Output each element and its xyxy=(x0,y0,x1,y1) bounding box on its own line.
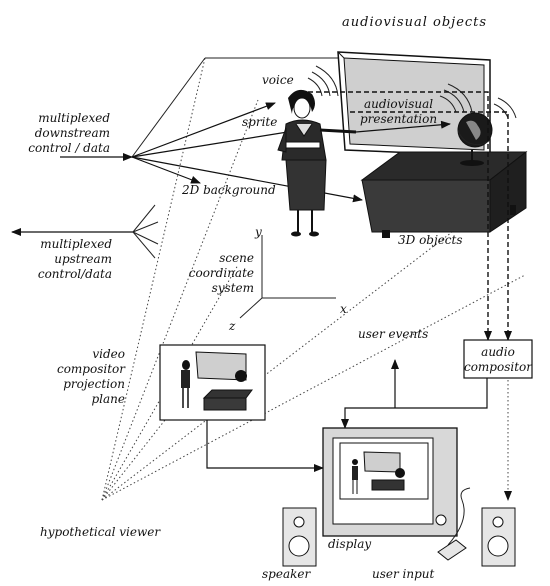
user-input-device xyxy=(437,487,471,561)
sprite-woman-figure xyxy=(277,89,357,237)
scene-coordinate-axes xyxy=(239,235,336,319)
axis-z-label: z xyxy=(228,319,236,333)
audio-compositor-label-2: compositor xyxy=(464,360,533,374)
display-label: display xyxy=(328,537,371,551)
scs-label-2: coordinate xyxy=(189,266,254,280)
hypothetical-viewer-label: hypothetical viewer xyxy=(40,525,161,539)
video-compositor-plane xyxy=(159,344,266,421)
speaker-label: speaker xyxy=(262,567,311,581)
speaker-left xyxy=(282,507,317,567)
downstream-label-3: control / data xyxy=(28,141,110,155)
audio-paths xyxy=(300,91,512,501)
vc-label-1: video xyxy=(92,347,125,361)
sprite-label: sprite xyxy=(242,115,277,129)
objects-3d-label: 3D objects xyxy=(398,233,463,247)
voice-label: voice xyxy=(262,73,294,87)
vc-label-3: projection xyxy=(63,377,125,391)
downstream-label-1: multiplexed xyxy=(38,111,110,125)
globe-icon xyxy=(457,112,493,166)
table-3d-object xyxy=(360,150,528,238)
speaker-right xyxy=(481,507,516,567)
pointer-arrow xyxy=(355,120,451,133)
upstream-label-1: multiplexed xyxy=(40,237,112,251)
vc-label-4: plane xyxy=(91,392,125,406)
scs-label-1: scene xyxy=(219,251,254,265)
axis-x-label: x xyxy=(340,302,347,316)
user-input-label: user input xyxy=(372,567,435,581)
scs-label-3: system xyxy=(212,281,254,295)
upstream-fan xyxy=(11,204,159,259)
downstream-fan xyxy=(60,57,363,203)
audio-compositor-label-1: audio xyxy=(481,345,515,359)
user-events-label: user events xyxy=(358,327,428,341)
av-presentation-label-1: audiovisual xyxy=(364,97,433,111)
viewer-frustum-lines xyxy=(101,57,526,501)
vc-label-2: compositor xyxy=(57,362,126,376)
upstream-label-3: control/data xyxy=(38,267,112,281)
av-presentation-label-2: presentation xyxy=(360,112,437,126)
background-2d-label: 2D background xyxy=(181,183,276,197)
downstream-label-2: downstream xyxy=(35,126,110,140)
axis-y-label: y xyxy=(254,225,262,239)
sound-waves xyxy=(307,65,517,119)
compositor-connectors xyxy=(206,359,488,472)
audiovisual-objects-title: audiovisual objects xyxy=(342,15,487,30)
audio-compositor-box xyxy=(463,339,533,379)
upstream-label-2: upstream xyxy=(54,252,112,266)
display-monitor xyxy=(322,427,458,537)
